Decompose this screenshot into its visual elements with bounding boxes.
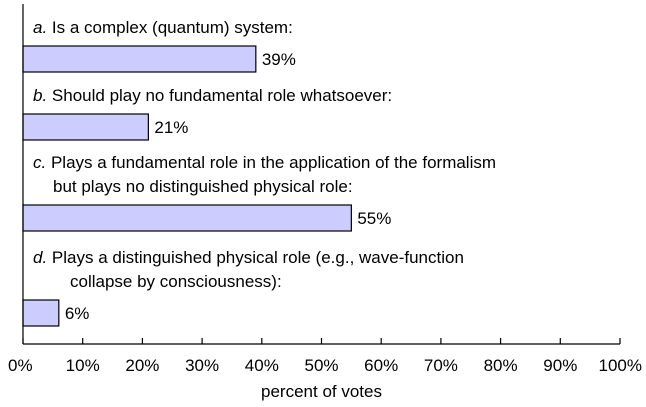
category-label-3-line-2: but plays no distinguished physical role… bbox=[53, 177, 353, 196]
value-label-3: 55% bbox=[357, 209, 391, 228]
category-letter: c. bbox=[33, 153, 51, 172]
category-text: Plays a fundamental role in the applicat… bbox=[51, 153, 496, 172]
x-tick-label-0: 0% bbox=[8, 356, 33, 375]
x-tick-label-70: 70% bbox=[424, 356, 458, 375]
category-label-4: d. Plays a distinguished physical role (… bbox=[33, 248, 464, 267]
plot-area: a. Is a complex (quantum) system: 39% b. S… bbox=[22, 18, 496, 327]
category-label-4-line-2: collapse by consciousness): bbox=[70, 272, 282, 291]
category-text: collapse by consciousness): bbox=[70, 272, 282, 291]
value-label-2: 21% bbox=[154, 118, 188, 137]
category-letter: a. bbox=[33, 18, 52, 37]
x-tick-label-30: 30% bbox=[185, 356, 219, 375]
x-axis-title: percent of votes bbox=[261, 382, 382, 401]
x-tick-label-60: 60% bbox=[364, 356, 398, 375]
bar-1 bbox=[22, 45, 257, 73]
x-tick-label-10: 10% bbox=[66, 356, 100, 375]
value-label-4: 6% bbox=[65, 304, 90, 323]
x-tick-label-40: 40% bbox=[245, 356, 279, 375]
x-tick-label-90: 90% bbox=[543, 356, 577, 375]
category-text: Should play no fundamental role whatsoev… bbox=[52, 86, 392, 105]
x-tick-label-100: 100% bbox=[599, 356, 642, 375]
category-letter: b. bbox=[33, 86, 52, 105]
x-tick-label-20: 20% bbox=[125, 356, 159, 375]
category-text: Plays a distinguished physical role (e.g… bbox=[52, 248, 464, 267]
bar-2 bbox=[22, 113, 149, 141]
bar-4 bbox=[22, 299, 60, 327]
value-label-1: 39% bbox=[262, 50, 296, 69]
bar-3 bbox=[22, 204, 352, 232]
x-tick-label-50: 50% bbox=[304, 356, 338, 375]
category-text: Is a complex (quantum) system: bbox=[52, 18, 293, 37]
category-letter: d. bbox=[33, 248, 52, 267]
x-tick-label-80: 80% bbox=[484, 356, 518, 375]
category-text: but plays no distinguished physical role… bbox=[53, 177, 353, 196]
category-label-2: b. Should play no fundamental role whats… bbox=[33, 86, 392, 105]
category-label-1: a. Is a complex (quantum) system: bbox=[33, 18, 293, 37]
category-label-3: c. Plays a fundamental role in the appli… bbox=[33, 153, 496, 172]
x-axis: 0% 10% 20% 30% 40% 50% 60% 70% 80% 90% 100% bbox=[8, 4, 642, 375]
